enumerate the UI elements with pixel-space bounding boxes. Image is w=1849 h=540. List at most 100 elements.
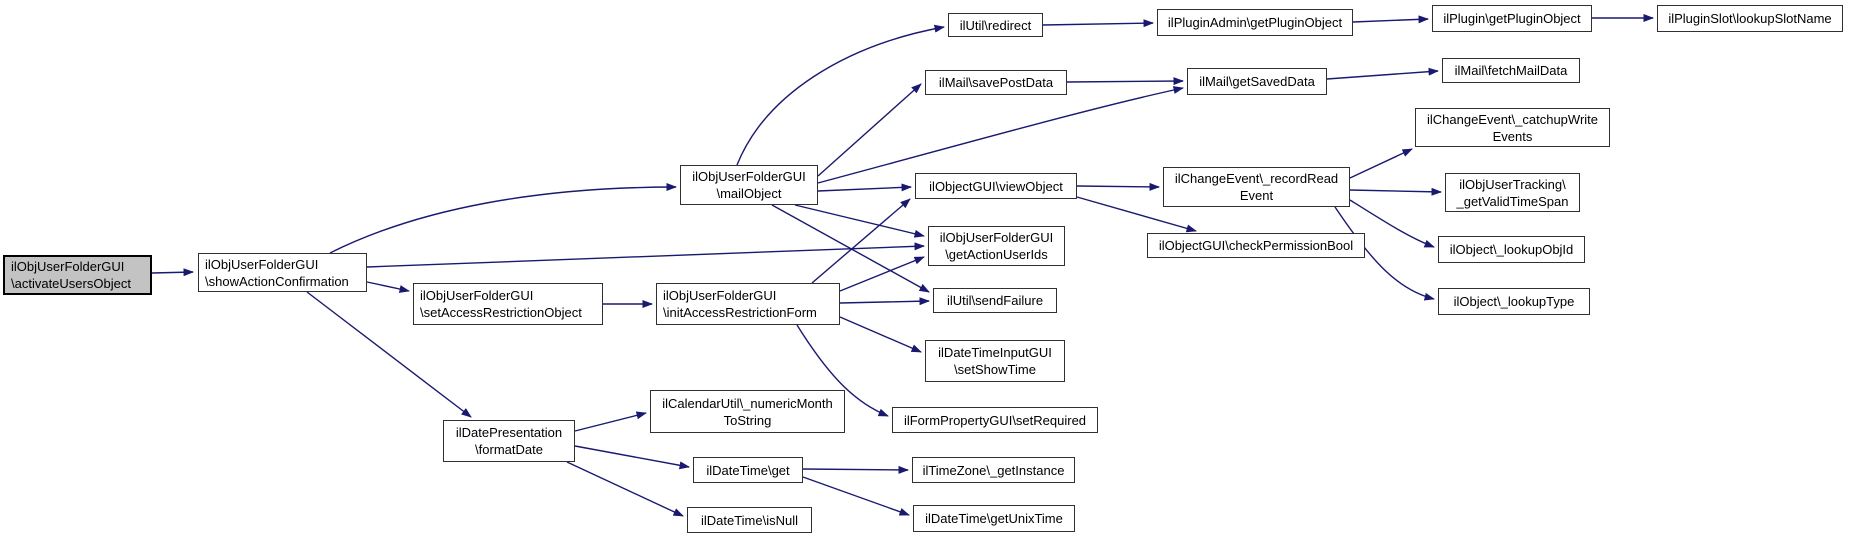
edge-initAccessRestrictionForm-to-setShowTime [839,316,922,353]
graph-node-label: ilUtil\sendFailure [946,293,1044,308]
edge-get-to-getUnixTime [802,476,910,516]
graph-node-label: ilPlugin\getPluginObject [1443,11,1581,26]
graph-node-label: \mailObject [716,186,782,201]
edge-formatDate-to-numericMonthToString [574,411,647,432]
graph-node-label: ilChangeEvent\_catchupWrite [1426,111,1599,127]
edge-showActionConfirmation-to-mailObject [329,183,677,254]
edge-mailObject-to-getSavedData [817,86,1184,184]
graph-node-setAccessRestrictionObject[interactable]: ilObjUserFolderGUI \setAccessRestrictionO… [413,283,603,325]
edge-recordReadEvent-to-catchupWriteEvents [1349,148,1413,179]
graph-node-label: ilPluginAdmin\getPluginObject [1167,15,1343,30]
graph-node-lookupObjId[interactable]: ilObject\_lookupObjId [1438,236,1585,263]
graph-node-initAccessRestrictionForm[interactable]: ilObjUserFolderGUI\initAccessRestriction… [656,283,840,325]
graph-node-setRequired[interactable]: ilFormPropertyGUI\setRequired [892,407,1098,433]
graph-node-label: ilCalendarUtil\_numericMonth [662,395,833,411]
graph-node-label: ilObjUserFolderGUI [420,288,534,303]
graph-node-formatDate[interactable]: ilDatePresentation \formatDate [443,420,575,462]
graph-node-label: \activateUsersObject [11,276,131,291]
edge-getSavedData-to-fetchMailData [1326,67,1439,80]
edge-getPluginObjectAdmin-to-getPluginObject [1352,15,1429,24]
graph-node-label: ilMail\fetchMailData [1454,63,1568,78]
graph-node-label: ilDateTimeInputGUI [938,345,1052,360]
graph-node-setShowTime[interactable]: ilDateTimeInputGUI \setShowTime [925,340,1065,382]
edge-mailObject-to-redirect [736,24,945,166]
graph-node-lookupType[interactable]: ilObject\_lookupType [1438,288,1590,315]
graph-node-label: ilDatePresentation [455,425,563,440]
graph-node-label: \showActionConfirmation [205,273,349,289]
graph-node-label: ilDateTime\isNull [700,512,799,528]
graph-node-label: ilObject\_lookupType [1453,294,1575,309]
edge-mailObject-to-sendFailure [771,204,930,293]
graph-node-label: ilObjectGUI\viewObject [929,178,1063,194]
graph-node-fetchMailData[interactable]: ilMail\fetchMailData [1442,58,1580,83]
edge-showActionConfirmation-to-formatDate [306,291,472,418]
graph-node-getPluginObject[interactable]: ilPlugin\getPluginObject [1432,5,1592,32]
graph-node-label: ilObjUserFolderGUI [692,169,806,184]
graph-node-label: ilObjUserFolderGUI [11,259,125,274]
graph-node-label: ilObject\_lookupObjId [1449,242,1574,257]
graph-node-label: \initAccessRestrictionForm [663,305,817,320]
graph-node-label: ilUtil\redirect [959,17,1032,33]
edge-mailObject-to-savePostData [817,83,922,177]
graph-node-label: Event [1239,188,1274,203]
graph-node-getPluginObjectAdmin[interactable]: ilPluginAdmin\getPluginObject [1157,9,1353,36]
graph-node-label: Events [1492,128,1533,144]
edge-formatDate-to-get [574,445,690,470]
graph-node-label: ilDateTime\getUnixTime [925,511,1063,526]
graph-node-label: ilObjUserFolderGUI [205,256,319,272]
edge-viewObject-to-checkPermissionBool [1076,196,1197,233]
edge-recordReadEvent-to-lookupObjId [1349,199,1435,248]
edge-initAccessRestrictionForm-to-getActionUserIds [839,256,925,292]
edge-initAccessRestrictionForm-to-sendFailure [839,297,930,306]
graph-node-label: ilObjUserFolderGUI [939,230,1054,245]
graph-node-isNull[interactable]: ilDateTime\isNull [687,507,812,533]
graph-node-get[interactable]: ilDateTime\get [693,457,803,483]
edge-activateUsersObject-to-showActionConfirmation [151,268,194,277]
edge-initAccessRestrictionForm-to-viewObject [811,198,911,284]
graph-node-label: \getActionUserIds [945,247,1048,262]
graph-node-getInstance[interactable]: ilTimeZone\_getInstance [912,457,1075,483]
edge-mailObject-to-getActionUserIds [794,204,925,238]
graph-node-label: ilTimeZone\_getInstance [922,462,1065,478]
graph-node-getActionUserIds[interactable]: ilObjUserFolderGUI \getActionUserIds [928,226,1065,266]
edge-showActionConfirmation-to-getActionUserIds [366,242,925,268]
graph-node-label: ilMail\getSavedData [1199,74,1315,89]
graph-node-label: ilPluginSlot\lookupSlotName [1668,11,1832,26]
edge-get-to-getInstance [802,465,909,474]
graph-node-label: _getValidTimeSpan [1456,193,1569,209]
graph-node-viewObject[interactable]: ilObjectGUI\viewObject [915,173,1077,199]
graph-node-label: \setAccessRestrictionObject [420,305,582,320]
graph-node-getSavedData[interactable]: ilMail\getSavedData [1187,68,1327,95]
graph-node-label: ilChangeEvent\_recordRead [1174,171,1339,186]
edge-viewObject-to-recordReadEvent [1076,182,1160,191]
graph-node-getUnixTime[interactable]: ilDateTime\getUnixTime [913,505,1075,532]
edge-showActionConfirmation-to-setAccessRestrictionObject [366,281,410,293]
edge-savePostData-to-getSavedData [1066,77,1184,86]
graph-node-label: \formatDate [475,442,543,457]
edge-recordReadEvent-to-getValidTimeSpan [1349,187,1442,196]
graph-node-savePostData[interactable]: ilMail\savePostData [925,70,1067,95]
graph-node-getValidTimeSpan[interactable]: ilObjUserTracking\_getValidTimeSpan [1445,173,1580,212]
graph-node-label: ilObjUserTracking\ [1459,176,1566,192]
graph-node-lookupSlotName[interactable]: ilPluginSlot\lookupSlotName [1657,5,1843,32]
graph-node-label: ToString [723,412,772,428]
graph-node-showActionConfirmation[interactable]: ilObjUserFolderGUI\showActionConfirmatio… [198,253,367,292]
graph-node-redirect[interactable]: ilUtil\redirect [948,13,1043,37]
graph-node-label: \setShowTime [954,362,1036,377]
graph-node-sendFailure[interactable]: ilUtil\sendFailure [933,288,1057,313]
graph-node-label: ilMail\savePostData [938,75,1054,90]
edge-recordReadEvent-to-lookupType [1334,206,1435,301]
graph-node-checkPermissionBool[interactable]: ilObjectGUI\checkPermissionBool [1147,233,1365,258]
graph-node-mailObject[interactable]: ilObjUserFolderGUI \mailObject [680,165,818,205]
edge-mailObject-to-viewObject [817,183,912,192]
edge-redirect-to-getPluginObjectAdmin [1042,19,1154,28]
graph-node-activateUsersObject[interactable]: ilObjUserFolderGUI \activateUsersObject [3,255,152,295]
graph-node-label: ilFormPropertyGUI\setRequired [903,412,1087,428]
graph-node-label: ilDateTime\get [706,462,790,478]
edge-formatDate-to-isNull [566,461,684,517]
